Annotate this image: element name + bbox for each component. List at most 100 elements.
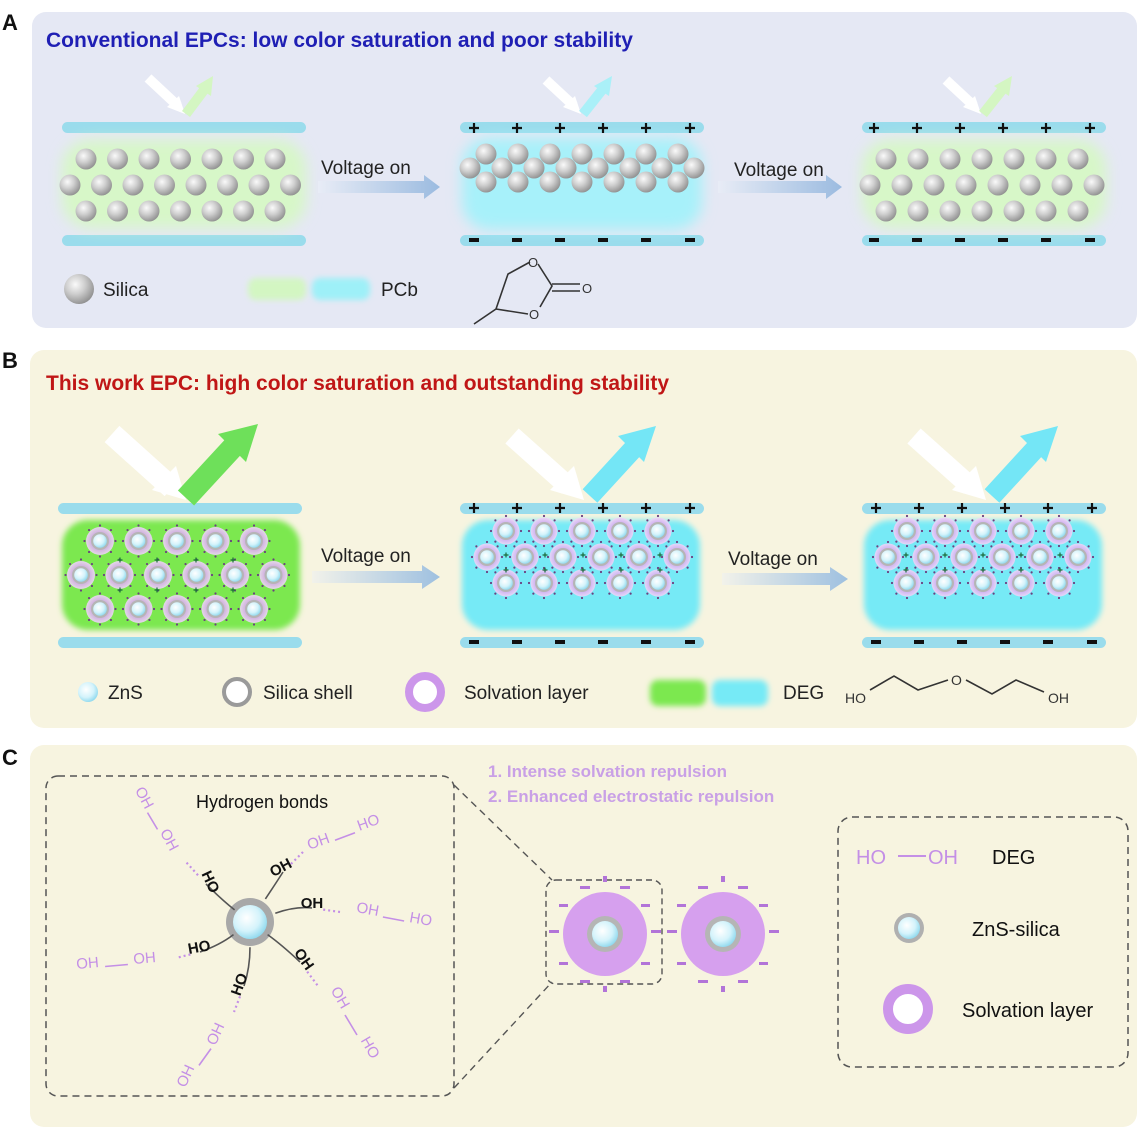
surface-charge xyxy=(954,592,957,595)
surface-charge xyxy=(876,545,879,548)
surface-charge xyxy=(1034,581,1038,585)
zns-core xyxy=(938,576,952,590)
pc-bonds-right xyxy=(537,263,553,308)
counter-ion xyxy=(1057,552,1063,558)
zns-core xyxy=(613,576,627,590)
zns-core xyxy=(594,550,608,564)
surface-charge xyxy=(1091,555,1095,559)
surface-charge xyxy=(1038,570,1042,574)
silica-particle xyxy=(201,200,223,222)
deg-chain xyxy=(382,916,405,922)
surface-charge xyxy=(1047,571,1050,574)
surface-charge xyxy=(627,566,630,569)
positive-charge xyxy=(685,123,695,133)
surface-charge xyxy=(570,571,573,574)
voltage-label-1: Voltage on xyxy=(321,158,411,179)
zns-core xyxy=(632,550,646,564)
surface-charge xyxy=(943,544,947,548)
surface-charge xyxy=(1038,540,1042,544)
surface-charge xyxy=(1000,570,1004,574)
positive-charge xyxy=(998,123,1008,133)
silica-particle xyxy=(907,200,929,222)
silica-particle xyxy=(507,143,529,165)
surface-charge xyxy=(126,550,129,554)
surface-charge xyxy=(561,570,565,574)
surface-charge xyxy=(214,623,217,626)
surface-charge xyxy=(83,607,86,611)
positive-charge xyxy=(957,503,967,513)
surface-charge xyxy=(1087,566,1090,569)
counter-ion xyxy=(117,587,123,593)
surface-charge xyxy=(1068,571,1071,574)
surface-charge xyxy=(1066,566,1069,569)
surface-charge xyxy=(990,566,993,569)
silica-particle xyxy=(955,174,977,196)
zns-particle-array xyxy=(470,514,694,600)
top-electrode xyxy=(862,503,1106,514)
zns-core xyxy=(93,534,107,548)
surface-charge xyxy=(943,596,947,600)
surface-charge xyxy=(914,566,917,569)
surface-charge xyxy=(916,592,919,595)
panel-a-cell-1 xyxy=(59,74,306,246)
surface-charge xyxy=(996,581,1000,585)
surface-charge xyxy=(591,540,594,543)
surface-charge xyxy=(261,584,264,588)
surface-charge xyxy=(513,545,516,548)
negative-charge xyxy=(769,930,779,933)
solvation-legend-label: Solvation layer xyxy=(962,1000,1094,1022)
surface-charge xyxy=(126,618,129,622)
surface-charge xyxy=(527,529,531,533)
surface-charge xyxy=(109,618,113,622)
positive-charge xyxy=(1041,123,1051,133)
surface-charge xyxy=(191,539,194,543)
surface-charge xyxy=(513,566,516,569)
surface-charge xyxy=(916,571,919,574)
surface-charge xyxy=(1009,540,1012,543)
silica-legend-icon xyxy=(64,274,94,304)
surface-charge xyxy=(1030,540,1033,543)
panel-a-cell-2 xyxy=(459,76,705,246)
silica-particle xyxy=(59,174,81,196)
surface-charge xyxy=(933,592,936,595)
counter-ion xyxy=(154,557,160,563)
surface-charge xyxy=(198,539,202,543)
surface-charge xyxy=(570,592,573,595)
surface-charge xyxy=(916,540,919,543)
surface-charge xyxy=(557,529,561,533)
surface-charge xyxy=(985,555,989,559)
counter-ion xyxy=(580,552,586,558)
zns-core xyxy=(266,568,281,582)
surface-charge xyxy=(198,607,202,611)
surface-charge xyxy=(608,540,611,543)
zns-core xyxy=(957,550,971,564)
silica-particle xyxy=(923,174,945,196)
surface-charge xyxy=(175,592,179,595)
note-electrostatic-repulsion: 2. Enhanced electrostatic repulsion xyxy=(488,787,774,806)
surface-charge xyxy=(1057,544,1061,548)
surface-tether xyxy=(264,871,284,900)
zns-legend-label: ZnS xyxy=(108,683,143,704)
surface-charge xyxy=(1042,581,1046,585)
deg-ho: HO xyxy=(845,690,866,706)
positive-charge xyxy=(869,123,879,133)
zns-silica-legend-icon xyxy=(898,917,920,939)
zns-core xyxy=(575,576,589,590)
panel-a-legend: Silica PCb O O O xyxy=(64,255,592,325)
counter-ion xyxy=(193,587,199,593)
surface-charge xyxy=(252,555,256,558)
positive-charge xyxy=(641,503,651,513)
counter-ion xyxy=(903,552,909,558)
bottom-electrode xyxy=(460,637,704,648)
bottom-electrode xyxy=(62,235,306,246)
note-solvation-repulsion: 1. Intense solvation repulsion xyxy=(488,762,727,781)
zns-core xyxy=(233,905,267,939)
surface-charge xyxy=(519,581,523,585)
electrode-charges xyxy=(469,503,695,644)
surface-charge xyxy=(126,596,129,600)
negative-charge xyxy=(721,876,725,882)
surface-charge xyxy=(1049,545,1052,548)
surface-charge xyxy=(637,570,641,574)
surface-charge xyxy=(263,618,267,622)
positive-charge xyxy=(912,123,922,133)
